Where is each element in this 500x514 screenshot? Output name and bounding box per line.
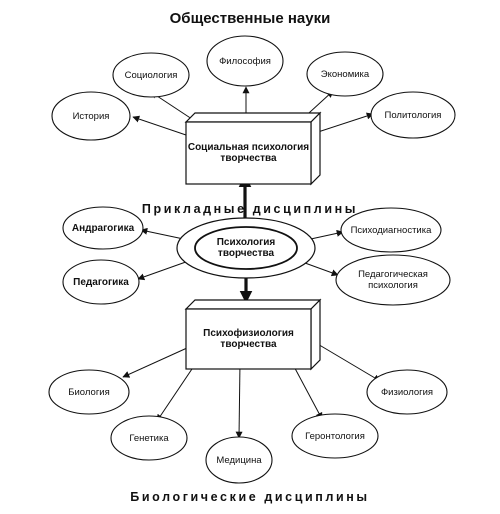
arrow-to-physiology (315, 342, 381, 382)
ellipse-philosophy (206, 35, 284, 87)
section-label-applied: Прикладные дисциплины (141, 202, 359, 216)
arrow-to-medicine (235, 361, 243, 439)
arrow-to-history (132, 115, 187, 136)
ellipse-sociology (112, 52, 190, 98)
diagram-title: Общественные науки (169, 10, 331, 27)
psychophysiology-label: Психофизиология творчества (203, 328, 294, 350)
node-philosophy: Философия (219, 55, 271, 67)
node-sociology: Социология (124, 69, 178, 81)
arrow-to-politology (317, 112, 374, 133)
bio-arrows (122, 342, 381, 439)
social-psychology-label: Социальная психология творчества (187, 142, 310, 164)
ellipse-ped-psychology (335, 254, 451, 306)
ellipse-andragogy (62, 206, 144, 250)
node-genetics: Генетика (129, 432, 169, 444)
ellipse-physiology (366, 369, 448, 415)
node-biology: Биология (68, 386, 110, 398)
ellipse-politology (370, 91, 456, 139)
node-andragogy: Андрагогика (71, 222, 135, 234)
ellipse-gerontology (291, 413, 379, 459)
node-physiology: Физиология (380, 386, 434, 398)
ellipse-psychodiagnostics (340, 207, 442, 253)
node-pedagogy: Педагогика (73, 276, 129, 288)
center-ellipse (176, 217, 316, 279)
node-ellipses (48, 35, 456, 484)
node-pedagogical-psychology: Педагогическая психология (358, 269, 428, 291)
ellipse-genetics (110, 415, 188, 461)
arrow-to-genetics (156, 359, 199, 422)
node-politology: Политология (384, 109, 442, 121)
node-gerontology: Геронтология (305, 430, 365, 442)
ellipse-economics (306, 51, 384, 97)
social-box (184, 111, 322, 186)
node-psychodiagnostics: Психодиагностика (350, 224, 432, 236)
section-label-biological: Биологические дисциплины (130, 490, 370, 504)
creativity-psychology-label: Психология творчества (216, 237, 276, 259)
ellipse-pedagogy (62, 259, 140, 305)
arrow-to-biology (122, 347, 188, 378)
node-history: История (72, 110, 110, 122)
ellipse-history (51, 91, 131, 141)
node-medicine: Медицина (216, 454, 262, 466)
psychophys-box (184, 298, 322, 371)
ellipse-medicine (205, 436, 273, 484)
node-economics: Экономика (320, 68, 370, 80)
ellipse-biology (48, 369, 130, 415)
